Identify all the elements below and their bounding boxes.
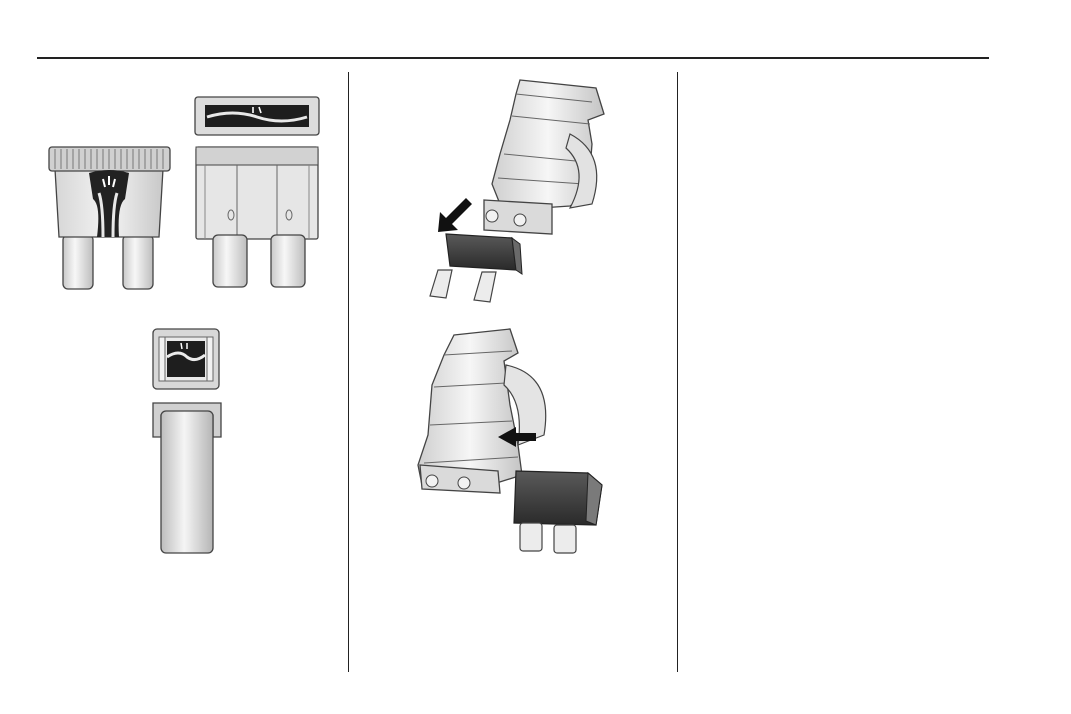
right-column bbox=[690, 72, 990, 672]
fuse-regular-side-illustration bbox=[193, 95, 323, 292]
fuse-regular-blown-illustration bbox=[47, 143, 172, 293]
column-divider-right bbox=[677, 72, 678, 672]
fuse-puller-mini-illustration bbox=[420, 74, 610, 304]
page-top-rule bbox=[37, 57, 989, 59]
fuse-mini-blown-illustration bbox=[151, 327, 223, 557]
column-divider-left bbox=[348, 72, 349, 672]
fuse-puller-regular-illustration bbox=[414, 325, 614, 555]
arrow-icon bbox=[438, 198, 472, 232]
